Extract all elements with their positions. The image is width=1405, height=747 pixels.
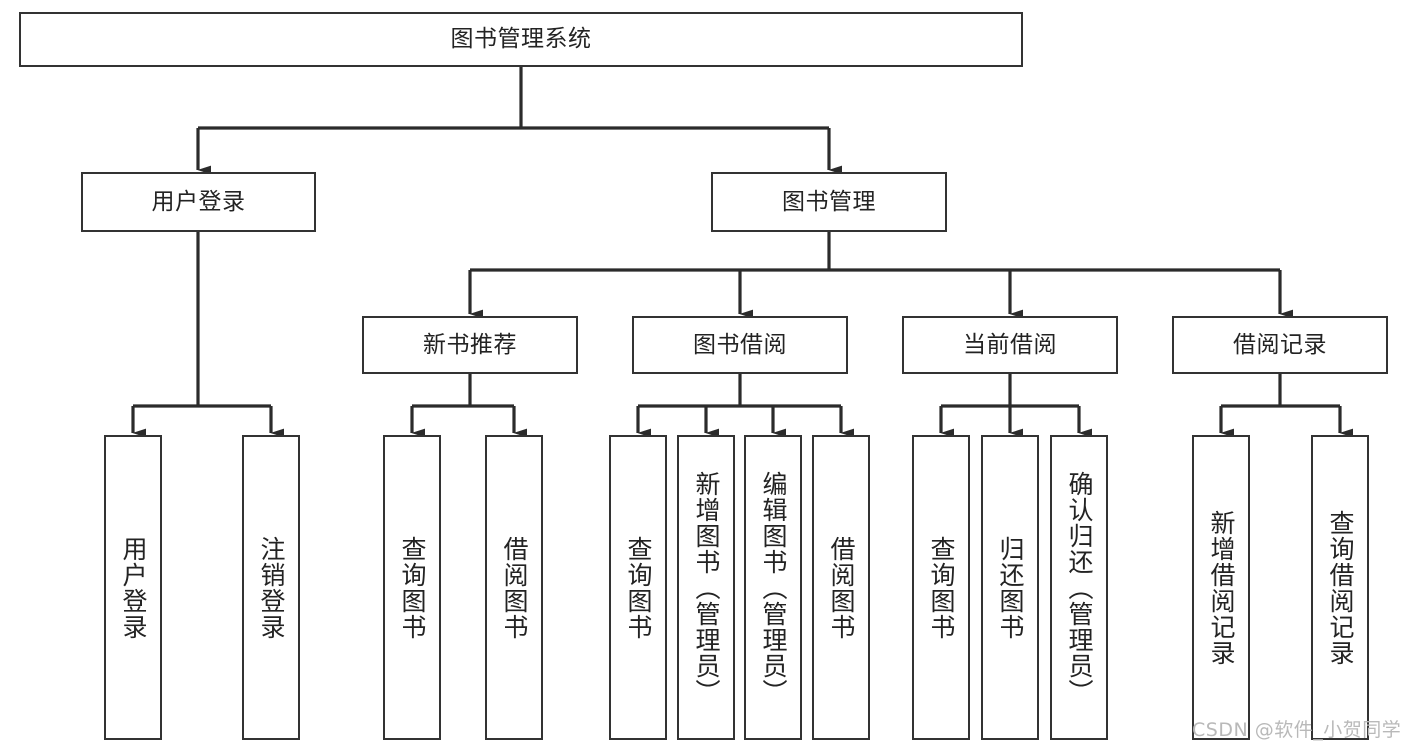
node-label: 编辑图书（管理员） <box>759 470 788 705</box>
node-book-management-module[interactable]: 图书管理 <box>711 172 947 232</box>
node-label: 新书推荐 <box>423 331 517 358</box>
leaf-query-books-recommendation[interactable]: 查询图书 <box>383 435 441 740</box>
leaf-query-books-current[interactable]: 查询图书 <box>912 435 970 740</box>
node-label: 图书管理 <box>782 188 876 215</box>
node-label: 确认归还（管理员） <box>1065 470 1094 705</box>
csdn-watermark: CSDN @软件_小贺同学 <box>1192 719 1402 741</box>
leaf-query-books-borrowing[interactable]: 查询图书 <box>609 435 667 740</box>
node-label: 当前借阅 <box>963 331 1057 358</box>
node-label: 新增借阅记录 <box>1207 509 1236 666</box>
leaf-user-logout[interactable]: 注销登录 <box>242 435 300 740</box>
node-borrow-records[interactable]: 借阅记录 <box>1172 316 1388 374</box>
node-label: 注销登录 <box>257 535 286 640</box>
node-label: 查询图书 <box>927 535 956 640</box>
node-current-borrowing[interactable]: 当前借阅 <box>902 316 1118 374</box>
leaf-edit-book-admin[interactable]: 编辑图书（管理员） <box>744 435 802 740</box>
leaf-borrow-books-recommendation[interactable]: 借阅图书 <box>485 435 543 740</box>
node-label: 借阅记录 <box>1233 331 1327 358</box>
node-label: 归还图书 <box>996 535 1025 640</box>
leaf-borrow-books-borrowing[interactable]: 借阅图书 <box>812 435 870 740</box>
node-label: 查询图书 <box>398 535 427 640</box>
node-new-book-recommendation[interactable]: 新书推荐 <box>362 316 578 374</box>
node-book-borrowing[interactable]: 图书借阅 <box>632 316 848 374</box>
node-label: 图书借阅 <box>693 331 787 358</box>
node-label: 借阅图书 <box>500 535 529 640</box>
node-label: 用户登录 <box>119 535 148 640</box>
node-label: 用户登录 <box>151 188 246 215</box>
node-label: 借阅图书 <box>827 535 856 640</box>
node-label: 新增图书（管理员） <box>692 470 721 705</box>
node-root-system[interactable]: 图书管理系统 <box>19 12 1023 67</box>
leaf-user-login[interactable]: 用户登录 <box>104 435 162 740</box>
node-label: 查询图书 <box>624 535 653 640</box>
node-label: 查询借阅记录 <box>1326 509 1355 666</box>
leaf-add-borrow-record[interactable]: 新增借阅记录 <box>1192 435 1250 740</box>
leaf-return-books[interactable]: 归还图书 <box>981 435 1039 740</box>
leaf-query-borrow-record[interactable]: 查询借阅记录 <box>1311 435 1369 740</box>
leaf-add-book-admin[interactable]: 新增图书（管理员） <box>677 435 735 740</box>
node-label: 图书管理系统 <box>450 26 592 53</box>
node-user-login-module[interactable]: 用户登录 <box>81 172 316 232</box>
leaf-confirm-return-admin[interactable]: 确认归还（管理员） <box>1050 435 1108 740</box>
